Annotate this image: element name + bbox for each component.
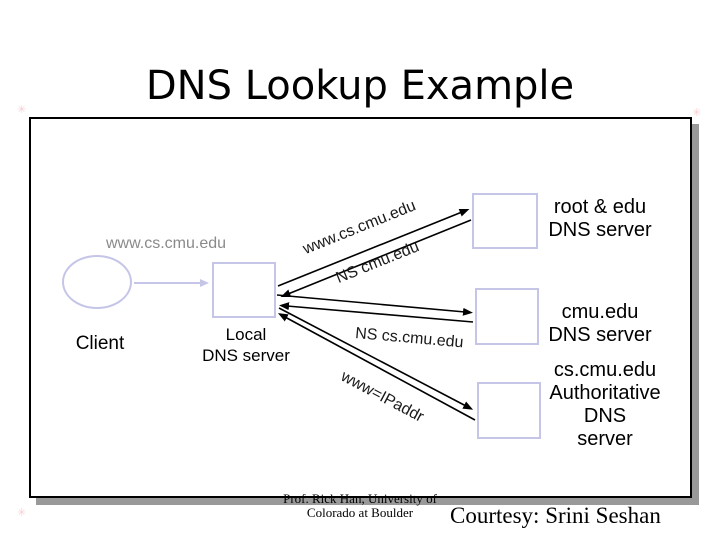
local-dns-label: Local DNS server [186,324,306,366]
local-dns-node [212,262,276,318]
root-dns-node [472,193,538,249]
footer-credit: Prof. Rick Han, University of Colorado a… [250,492,470,520]
cmu-dns-label-line1: cmu.edu [561,301,639,323]
auth-dns-node [477,382,541,439]
sparkle-icon: ✳ [692,107,702,119]
auth-dns-label-line1: cs.cmu.edu [553,359,657,381]
auth-dns-label-line3: DNS [583,405,627,427]
root-dns-label-line1: root & edu [553,196,647,218]
cmu-dns-node [475,288,539,345]
footer-credit-line1: Prof. Rick Han, University of [283,491,437,506]
sparkle-icon: ✳ [17,507,27,519]
auth-dns-label-line4: server [577,428,633,450]
sparkle-icon: ✳ [17,104,27,116]
auth-dns-label-line2: Authoritative [549,382,661,404]
cmu-dns-label-line2: DNS server [548,324,652,346]
root-dns-label: root & edu DNS server [535,196,665,242]
slide-title: DNS Lookup Example [145,63,575,109]
root-dns-label-line2: DNS server [548,219,652,241]
client-node [62,255,132,309]
auth-dns-label: cs.cmu.edu Authoritative DNS server [535,359,675,451]
local-dns-label-line2: DNS server [202,346,290,365]
footer-credit-line2: Colorado at Boulder [306,505,414,520]
request-hostname-label: www.cs.cmu.edu [106,235,227,252]
cmu-dns-label: cmu.edu DNS server [535,301,665,347]
footer-courtesy: Courtesy: Srini Seshan [450,503,661,528]
local-dns-label-line1: Local [225,325,267,344]
client-label: Client [75,333,125,354]
